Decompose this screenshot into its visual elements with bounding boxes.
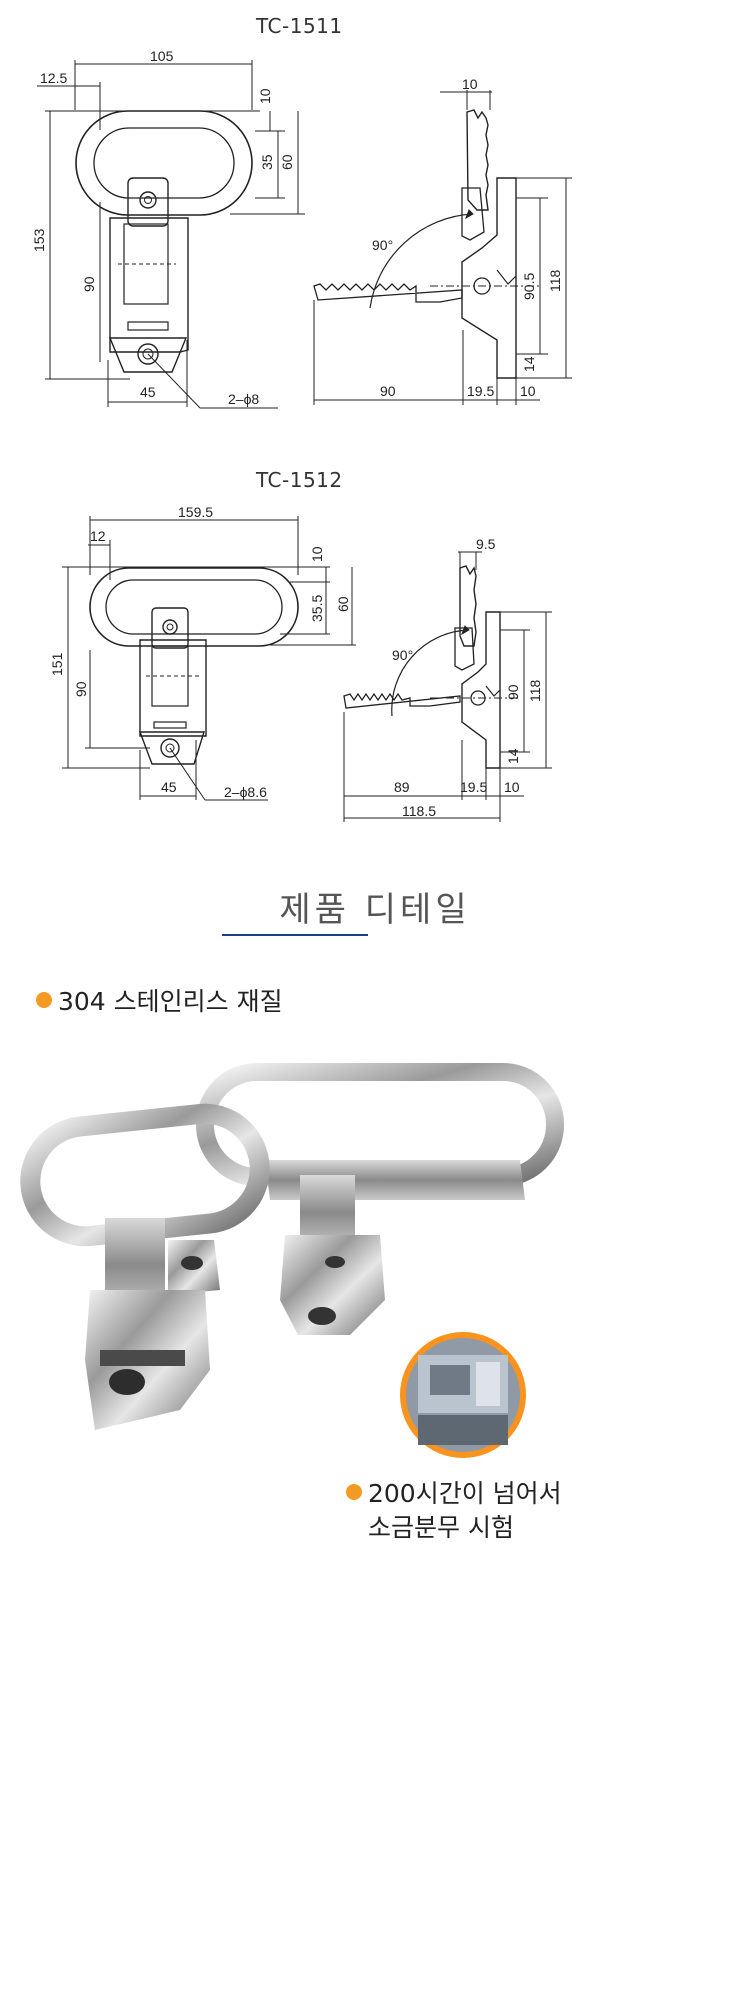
dim2-height: 151 bbox=[49, 652, 65, 676]
drawing-tc1511: 105 12.5 10 35 60 153 90 45 2–ϕ8 10 90° … bbox=[31, 48, 572, 409]
feature-salt-spray-line2: 소금분무 시험 bbox=[368, 1513, 514, 1542]
dim-hole: 2–ϕ8 bbox=[228, 391, 259, 407]
dim2-foot: 14 bbox=[505, 748, 521, 764]
feature-salt-spray-line1: 200시간이 넘어서 bbox=[368, 1479, 562, 1508]
dim2-angle: 90° bbox=[392, 647, 413, 663]
model-title-tc1512: TC-1512 bbox=[256, 468, 343, 492]
dim2-ring-top: 10 bbox=[309, 546, 325, 562]
feature-material-text: 304 스테인리스 재질 bbox=[58, 987, 283, 1016]
dim-ring-top: 10 bbox=[257, 88, 273, 104]
dim-offset: 12.5 bbox=[40, 70, 67, 86]
dim2-width-top: 159.5 bbox=[178, 504, 213, 520]
dim-ring-mid: 35 bbox=[259, 154, 275, 170]
dim-h1: 90.5 bbox=[521, 273, 537, 300]
dim2-side-top: 9.5 bbox=[476, 536, 496, 552]
dim2-hole: 2–ϕ8.6 bbox=[224, 784, 267, 800]
bullet-dot bbox=[36, 992, 52, 1008]
dim-base-width: 45 bbox=[140, 384, 156, 400]
model-title-tc1511: TC-1511 bbox=[256, 14, 343, 38]
dim2-overall: 118.5 bbox=[402, 803, 436, 819]
dim-edge: 10 bbox=[520, 383, 536, 399]
dim-thick: 19.5 bbox=[467, 383, 494, 399]
dim-body: 90 bbox=[81, 276, 97, 292]
dim2-ring-mid: 35.5 bbox=[309, 595, 325, 622]
dim-ring-total: 60 bbox=[279, 154, 295, 170]
dim2-base-width: 45 bbox=[161, 779, 177, 795]
feature-salt-spray: 200시간이 넘어서 bbox=[346, 1474, 562, 1510]
dim-width-top: 105 bbox=[150, 48, 174, 64]
dim-foot: 14 bbox=[521, 356, 537, 372]
section-underline bbox=[222, 934, 368, 936]
dim2-body: 90 bbox=[73, 681, 89, 697]
dim-side-top: 10 bbox=[462, 76, 478, 92]
dim2-offset: 12 bbox=[90, 528, 106, 544]
dim2-arm: 89 bbox=[394, 779, 410, 795]
dim2-thick: 19.5 bbox=[460, 779, 487, 795]
bullet-dot bbox=[346, 1484, 362, 1500]
dim-angle: 90° bbox=[372, 237, 393, 253]
dim-h2: 118 bbox=[547, 269, 563, 292]
dim2-edge: 10 bbox=[504, 779, 520, 795]
drawing-tc1512: 159.5 12 10 35.5 60 151 90 45 2–ϕ8.6 9.5… bbox=[49, 504, 552, 822]
dim2-h2: 118 bbox=[527, 679, 543, 702]
dim2-ring-total: 60 bbox=[335, 596, 351, 612]
dim-height: 153 bbox=[31, 228, 47, 252]
section-title: 제품 디테일 bbox=[279, 890, 471, 930]
dim-arm: 90 bbox=[380, 383, 396, 399]
feature-material: 304 스테인리스 재질 bbox=[36, 982, 283, 1018]
dim2-h1: 90 bbox=[505, 684, 521, 700]
feature-salt-spray-second: 소금분무 시험 bbox=[368, 1508, 514, 1544]
